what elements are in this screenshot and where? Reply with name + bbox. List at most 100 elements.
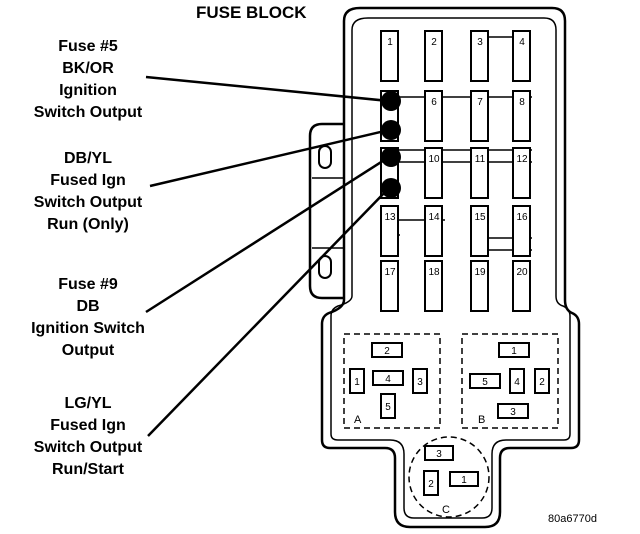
terminal-number: 1 <box>354 377 360 388</box>
relay-b-terminal-4: 4 <box>509 368 525 394</box>
fuse-number: 20 <box>516 267 528 278</box>
fuse-3: 3 <box>470 30 489 82</box>
relay-a-terminal-3: 3 <box>412 368 428 394</box>
callout-line: Ignition <box>59 82 117 99</box>
terminal-number: 4 <box>385 374 391 385</box>
relay-c-terminal-2: 2 <box>423 470 439 496</box>
callout-line: Switch Output <box>33 194 143 211</box>
terminal-number: 1 <box>461 475 467 486</box>
fuse-number: 2 <box>431 37 437 48</box>
fuse-number: 17 <box>384 267 396 278</box>
callout-line: DB <box>76 298 100 315</box>
terminal-number: 3 <box>417 377 423 388</box>
relay-b-outline <box>461 333 559 429</box>
fuse-2: 2 <box>424 30 443 82</box>
callout-line: Run (Only) <box>47 216 129 233</box>
connection-dot-fuse-9 <box>381 147 401 167</box>
fuse-7: 7 <box>470 90 489 142</box>
fuse-20: 20 <box>512 260 531 312</box>
mounting-slot-upper <box>318 145 332 169</box>
reference-id: 80a6770d <box>548 513 597 525</box>
relay-a-terminal-2: 2 <box>371 342 403 358</box>
relay-b-label: B <box>478 414 485 426</box>
relay-a-label: A <box>354 414 362 426</box>
fuse-14: 14 <box>424 205 443 257</box>
terminal-number: 5 <box>482 377 488 388</box>
relay-c-outline <box>408 436 490 518</box>
fuse-12: 12 <box>512 147 531 199</box>
terminal-number: 3 <box>436 449 442 460</box>
fuse-number: 8 <box>519 97 525 108</box>
diagram-title: FUSE BLOCK <box>196 3 307 22</box>
fuse-number: 6 <box>431 97 437 108</box>
relay-b-terminal-1: 1 <box>498 342 530 358</box>
callout-line: Output <box>61 342 115 359</box>
fuse-10: 10 <box>424 147 443 199</box>
terminal-number: 1 <box>511 346 517 357</box>
terminal-number: 4 <box>514 377 520 388</box>
fuse-number: 13 <box>384 212 396 223</box>
fuse-number: 18 <box>428 267 440 278</box>
callout-line: LG/YL <box>64 395 112 412</box>
fuse-number: 16 <box>516 212 528 223</box>
fuse-number: 1 <box>387 37 393 48</box>
callout-line: Switch Output <box>33 439 143 456</box>
mounting-slot-lower <box>318 255 332 279</box>
fuse-number: 15 <box>474 212 486 223</box>
fuse-number: 19 <box>474 267 486 278</box>
fuse-18: 18 <box>424 260 443 312</box>
fuse-8: 8 <box>512 90 531 142</box>
fuse-number: 11 <box>475 154 486 165</box>
callout-line: Run/Start <box>52 461 124 478</box>
fuse-6: 6 <box>424 90 443 142</box>
callout-lg-yl: LG/YL Fused Ign Switch Output Run/Start <box>0 393 176 481</box>
callout-fuse-5: Fuse #5 BK/OR Ignition Switch Output <box>0 36 176 124</box>
fuse-number: 10 <box>428 154 440 165</box>
callout-line: Fused Ign <box>50 417 126 434</box>
callout-line: DB/YL <box>64 150 112 167</box>
connection-dot-db-yl <box>381 120 401 140</box>
fuse-19: 19 <box>470 260 489 312</box>
leader-lines <box>145 75 390 437</box>
relay-a-terminal-4: 4 <box>372 370 404 386</box>
fuse-15: 15 <box>470 205 489 257</box>
relay-b-terminal-2: 2 <box>534 368 550 394</box>
fuse-4: 4 <box>512 30 531 82</box>
callout-line: Ignition Switch <box>31 320 145 337</box>
fuse-number: 3 <box>477 37 483 48</box>
fuse-17: 17 <box>380 260 399 312</box>
fuse-number: 14 <box>428 212 440 223</box>
relay-c-terminal-1: 1 <box>449 471 479 487</box>
leader-line-lg-yl <box>147 187 390 437</box>
callout-fuse-9: Fuse #9 DB Ignition Switch Output <box>0 274 176 362</box>
callout-line: BK/OR <box>62 60 114 77</box>
connection-dot-fuse-5 <box>381 91 401 111</box>
relay-a-outline <box>343 333 441 429</box>
callout-line: Fuse #9 <box>58 276 118 293</box>
fuse-1: 1 <box>380 30 399 82</box>
leader-line-fuse-9 <box>145 155 390 314</box>
terminal-number: 5 <box>385 402 391 413</box>
relay-c-terminal-3: 3 <box>424 445 454 461</box>
relay-c-label: C <box>442 504 450 516</box>
leader-line-fuse-5 <box>145 75 390 103</box>
relay-b-terminal-5: 5 <box>469 373 501 389</box>
fuse-16: 16 <box>512 205 531 257</box>
fuse-number: 12 <box>516 154 528 165</box>
terminal-number: 2 <box>428 479 434 490</box>
terminal-number: 2 <box>384 346 390 357</box>
connection-dot-lg-yl <box>381 178 401 198</box>
fuse-11: 11 <box>470 147 489 199</box>
terminal-number: 3 <box>510 407 516 418</box>
relay-a-terminal-5: 5 <box>380 393 396 419</box>
leader-line-db-yl <box>149 128 390 188</box>
relay-b-terminal-3: 3 <box>497 403 529 419</box>
terminal-number: 2 <box>539 377 545 388</box>
fuse-number: 7 <box>477 97 483 108</box>
fuse-13: 13 <box>380 205 399 257</box>
relay-a-terminal-1: 1 <box>349 368 365 394</box>
fuse-number: 4 <box>519 37 525 48</box>
callout-line: Fused Ign <box>50 172 126 189</box>
